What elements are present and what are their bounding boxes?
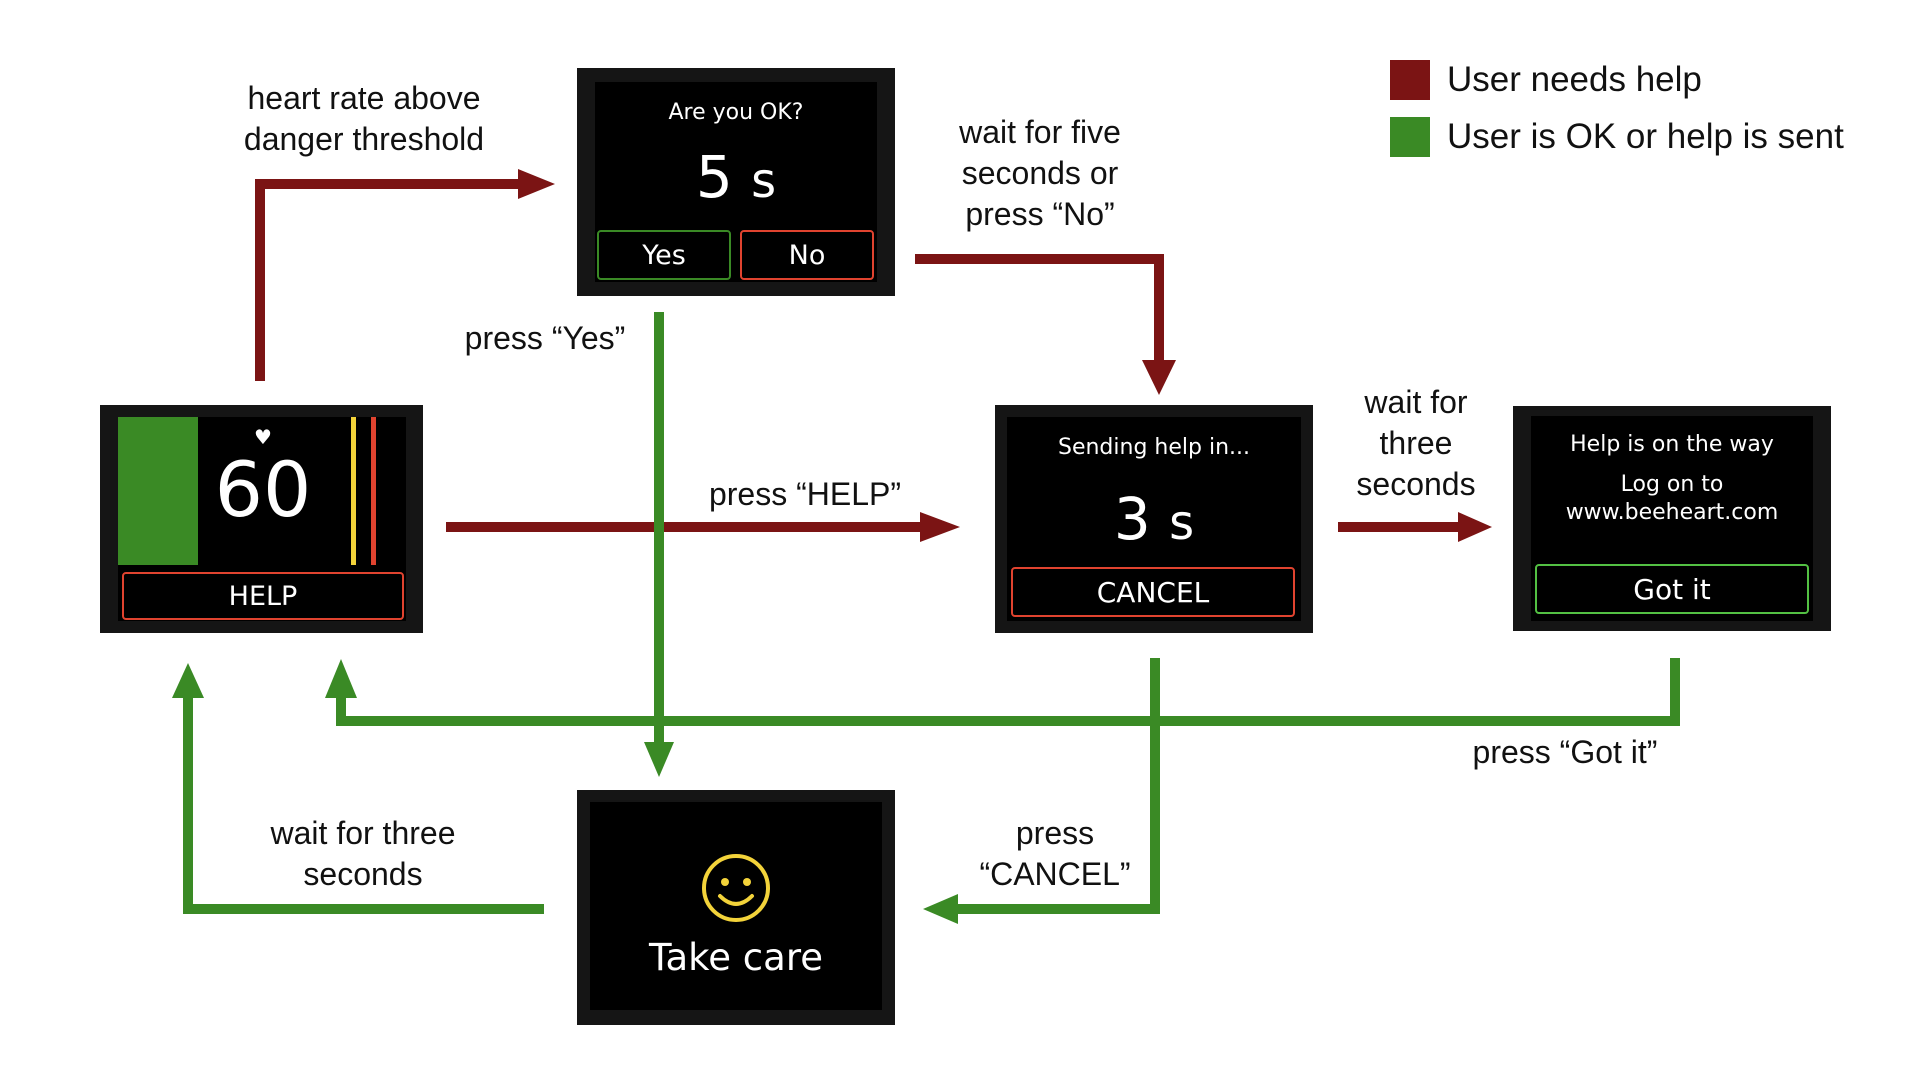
help-button[interactable]: HELP [122, 572, 404, 620]
label-press-got-it: press “Got it” [1472, 734, 1658, 770]
screen-home: ♥ 60 HELP [100, 405, 423, 633]
label-line: seconds or [961, 155, 1119, 191]
screen-sent-display: Help is on the way Log on to www.beehear… [1531, 416, 1813, 621]
legend-label-ok: User is OK or help is sent [1447, 117, 1844, 156]
arrowhead [518, 169, 555, 199]
label-line: three [1379, 425, 1453, 461]
label-line: press [1015, 815, 1095, 851]
screen-ask-display: Are you OK? 5 s Yes No [595, 82, 877, 282]
label-line: seconds [1356, 466, 1476, 502]
ask-countdown: 5 s [595, 142, 877, 216]
sending-title: Sending help in... [1057, 435, 1250, 460]
label-line: seconds [303, 856, 423, 892]
screen-home-display: ♥ 60 HELP [118, 417, 406, 621]
arrow-sending-to-care [958, 658, 1160, 914]
label-line: wait for three [270, 815, 456, 851]
label-wait-five: wait for five seconds or press “No” [920, 112, 1160, 235]
countdown-value: 5 [695, 143, 733, 211]
arrowhead [1142, 360, 1176, 395]
screen-care-display: Take care [590, 802, 882, 1010]
heart-icon: ♥ [254, 425, 272, 449]
screen-care: Take care [577, 790, 895, 1025]
threshold-line-yellow [351, 417, 356, 565]
sending-countdown: 3 s [1007, 479, 1301, 563]
label-wait-three-back: wait for three seconds [238, 813, 488, 895]
arrow-sent-to-home [336, 658, 1680, 726]
sent-title: Help is on the way [1570, 432, 1774, 457]
arrowhead [923, 894, 958, 924]
arrowhead [920, 512, 960, 542]
legend-label-help: User needs help [1447, 60, 1702, 99]
ask-title: Are you OK? [668, 100, 804, 125]
label-line: press “No” [965, 196, 1115, 232]
threshold-line-red [371, 417, 376, 565]
label-line: wait for five [959, 114, 1121, 150]
arrowhead [172, 663, 204, 698]
label-line: “CANCEL” [979, 856, 1131, 892]
cancel-button[interactable]: CANCEL [1011, 567, 1295, 617]
sent-url: www.beeheart.com [1565, 500, 1779, 525]
label-press-yes: press “Yes” [464, 320, 626, 356]
no-button[interactable]: No [740, 230, 874, 280]
legend-swatch-ok [1390, 117, 1430, 157]
countdown-value: 3 [1113, 485, 1151, 553]
screen-sending: Sending help in... 3 s CANCEL [995, 405, 1313, 633]
label-line: wait for [1364, 384, 1468, 420]
arrowhead [1458, 512, 1492, 542]
screen-ask: Are you OK? 5 s Yes No [577, 68, 895, 296]
label-heart-rate: heart rate above danger threshold [214, 78, 514, 160]
countdown-unit: s [751, 153, 777, 209]
screen-sending-display: Sending help in... 3 s CANCEL [1007, 417, 1301, 621]
arrowhead [644, 742, 674, 777]
countdown-unit: s [1169, 495, 1195, 551]
label-press-help: press “HELP” [708, 476, 902, 512]
smiley-icon [702, 854, 770, 922]
yes-button[interactable]: Yes [597, 230, 731, 280]
label-press-cancel: press “CANCEL” [955, 813, 1155, 895]
arrow-ask-to-sending [915, 254, 1164, 360]
arrowhead [325, 659, 357, 698]
screen-sent: Help is on the way Log on to www.beehear… [1513, 406, 1831, 631]
heart-rate-zone-bar [118, 417, 198, 565]
legend-swatch-help [1390, 60, 1430, 100]
arrow-home-to-ask [255, 179, 518, 381]
label-line: heart rate above [247, 80, 481, 116]
care-text: Take care [649, 936, 823, 979]
got-it-button[interactable]: Got it [1535, 564, 1809, 614]
arrow-care-to-home [183, 698, 544, 914]
sent-line-1: Log on to [1620, 472, 1724, 497]
bpm-value: 60 [214, 445, 312, 534]
label-line: danger threshold [243, 121, 485, 157]
label-wait-three: wait for three seconds [1331, 382, 1501, 505]
